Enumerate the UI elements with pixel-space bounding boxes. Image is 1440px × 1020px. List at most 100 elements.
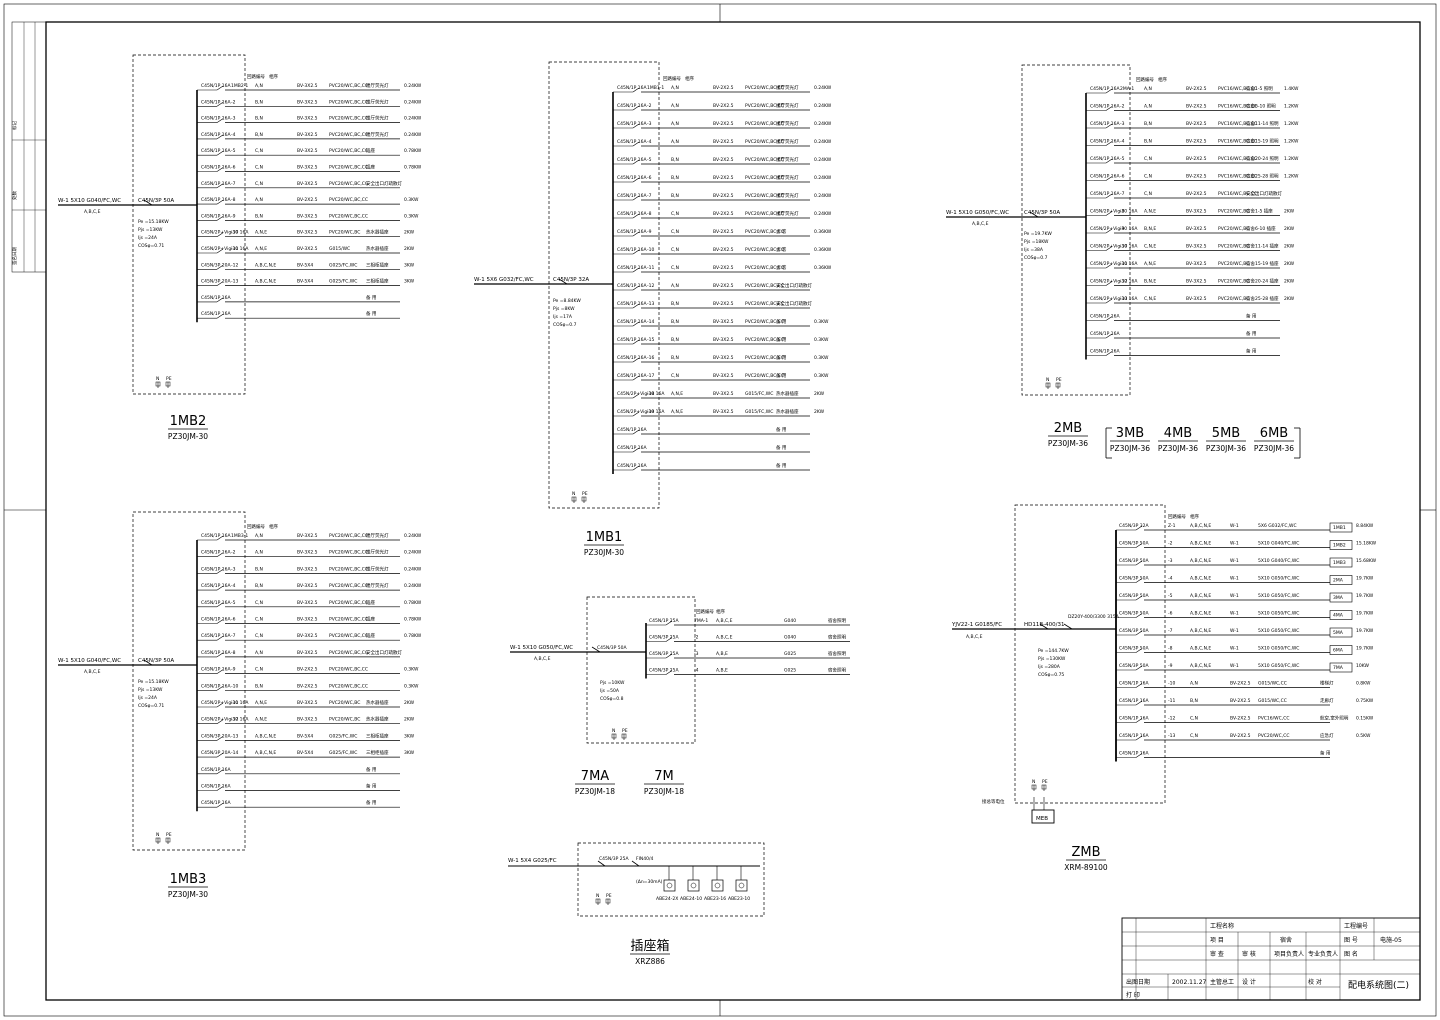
1mb1-row-breaker-label: C45N/1P 16A xyxy=(617,229,647,235)
2mb-row-power: 1.4KW xyxy=(1284,86,1299,92)
1mb1-row-conduit: PVC20/WC,BC,CC xyxy=(745,175,784,181)
1mb1-row-power: 0.24KW xyxy=(814,85,832,91)
1mb1-row-circuit-no: -9 xyxy=(647,229,652,235)
p7ma-main-breaker: C45N/3P 50A xyxy=(597,645,627,651)
1mb1-row-load: 楼厅荧光灯 xyxy=(776,210,799,217)
socket-box-rcd-note: (Δn=30mA) xyxy=(636,879,663,885)
zmb-row-power: 19.7KW xyxy=(1356,576,1374,582)
1mb2-row-phase: B,N xyxy=(255,132,263,138)
zmb-row-destination: 5MA xyxy=(1333,630,1344,636)
zmb-row-phase: A,N xyxy=(1190,681,1198,687)
1mb3-row-phase: A,N xyxy=(255,550,263,556)
2mb-row-circuit-no: -7 xyxy=(1120,191,1125,197)
socket-outlet-symbol xyxy=(687,879,700,892)
1mb2-enclosure xyxy=(132,54,246,395)
1mb3-row-cable: BV-3X2.5 xyxy=(297,633,318,639)
1mb2-row-power: 0.78KW xyxy=(404,148,422,154)
1mb1-row-load: 热水器插座 xyxy=(776,408,799,415)
1mb3-row-breaker-label: C45N/1P 16A xyxy=(201,683,231,689)
2mb-row-breaker-blade xyxy=(1105,298,1113,304)
p7ma-row-circuit-no: 7MA-1 xyxy=(694,618,708,624)
1mb3-row-breaker-label: C45N/1P 16A xyxy=(201,617,231,623)
1mb2-row-phase: A,N xyxy=(255,83,263,89)
zmb-main-breaker: DZ20Y-400/3300 315A xyxy=(1068,614,1120,620)
1mb3-row-breaker-label: C45N/1P 16A xyxy=(201,800,231,806)
1mb1-row-breaker-blade xyxy=(632,231,640,237)
socket-box-model: XRZ886 xyxy=(635,957,665,966)
2mb-model: PZ30JM-36 xyxy=(1048,439,1088,448)
1mb3-row-power: 0.78KW xyxy=(404,600,422,606)
2mb-row-cable: BV-3X2.5 xyxy=(1186,296,1207,302)
tb-discipline-lead-label: 专业负责人 xyxy=(1308,950,1338,958)
1mb2-row-power: 0.78KW xyxy=(404,165,422,171)
2mb-row-load: 安全出口灯疏散灯 xyxy=(1246,190,1282,197)
1mb1-row-cable: BV-2X2.5 xyxy=(713,157,734,163)
1mb1-row-breaker-blade xyxy=(632,285,640,291)
zmb-row-destination: 楼梯灯 xyxy=(1320,680,1334,687)
2mb-row-cable: BV-2X2.5 xyxy=(1186,174,1207,180)
socket-outlet-face xyxy=(690,882,697,889)
tb-project-name-label: 工程名称 xyxy=(1210,922,1234,930)
title-block: 工程名称 工程编号 项 目 宿舍 图 号 电施-05 审 查 审 核 项目负责人… xyxy=(1121,917,1421,1001)
zmb-row-breaker-blade xyxy=(1135,665,1143,671)
1mb1-row-breaker-label: C45N/1P 16A xyxy=(617,355,647,361)
1mb2-row-load: 插座 xyxy=(366,147,375,154)
1mb2-row-phase: B,N xyxy=(255,99,263,105)
1mb2-calc-3: COSφ=0.71 xyxy=(138,243,164,249)
1mb2-row-breaker-blade xyxy=(216,216,224,221)
1mb2-row-phase: A,B,C,N,E xyxy=(255,279,276,285)
1mb1-row-circuit-no: -11 xyxy=(647,265,654,271)
1mb1-row-cable: BV-3X2.5 xyxy=(713,337,734,343)
1mb1-row-phase: B,N xyxy=(671,175,679,181)
1mb2-n-terminal xyxy=(155,381,161,387)
zmb-row-destination: 1MB2 xyxy=(1333,543,1346,549)
1mb1-row-load: 楼厅荧光灯 xyxy=(776,84,799,91)
zmb-row-conduit: 5X10 G050/FC,WC xyxy=(1258,611,1299,617)
2mb-row-breaker-label: C45N/2P+Vigi30 16A xyxy=(1090,209,1138,215)
2mb-row-circuit-no: -4 xyxy=(1120,139,1125,145)
2mb-row-breaker-label: C45N/1P 16A xyxy=(1090,139,1120,145)
1mb2-row-breaker-blade xyxy=(216,150,224,156)
1mb3-row-breaker-label: C45N/1P 16A xyxy=(201,633,231,639)
zmb-row-power: 10KW xyxy=(1356,663,1370,669)
1mb1-row-cable: BV-2X2.5 xyxy=(713,211,734,217)
2mb-row-cable: BV-2X2.5 xyxy=(1186,191,1207,197)
zmb-row-phase: A,B,C,N,E xyxy=(1190,576,1211,582)
2mb-row-cable: BV-2X2.5 xyxy=(1186,156,1207,162)
1mb2-row-breaker-blade xyxy=(216,248,224,254)
1mb2-row-conduit: PVC20/WC,BC,CC xyxy=(329,213,368,219)
1mb3-row-power: 0.78KW xyxy=(404,633,422,639)
sibling-3mb-name: 3MB xyxy=(1116,426,1144,441)
zmb-row-cable: BV-2X2.5 xyxy=(1230,698,1251,704)
1mb3-enclosure xyxy=(132,511,246,851)
1mb1-row-breaker-blade xyxy=(632,321,640,327)
zmb-row-dest-box xyxy=(1329,522,1353,533)
1mb2-row-breaker-blade xyxy=(216,102,224,107)
p7ma-a-name: 7MA xyxy=(581,769,609,784)
zmb-row-conduit: G015/WC,CC xyxy=(1258,698,1287,704)
p7ma-row-breaker-label: C45N/3P 25A xyxy=(649,635,679,641)
zmb-row-conduit: 5X10 G050/FC,WC xyxy=(1258,628,1299,634)
sibling-6mb-name: 6MB xyxy=(1260,426,1288,441)
2mb-pe-terminal xyxy=(1055,382,1061,388)
2mb-row-conduit: PVC20/WC,BC xyxy=(1218,244,1249,250)
1mb1-row-power: 0.24KW xyxy=(814,193,832,199)
2mb-enclosure xyxy=(1021,64,1131,396)
1mb3-row-load: 楼厅荧光灯 xyxy=(366,532,389,539)
1mb1-enclosure xyxy=(548,61,660,509)
1mb1-row-phase: B,N xyxy=(671,337,679,343)
1mb3-n-label: N xyxy=(156,832,159,838)
zmb-row-power: 15.18KW xyxy=(1356,541,1377,547)
p7ma-row-breaker-label: C45N/1P 25A xyxy=(649,618,679,624)
1mb2-row-breaker-label: C45N/1P 16A xyxy=(201,295,231,301)
1mb3-row-conduit: G025/FC,WC xyxy=(329,733,357,739)
1mb1-row-phase: A,N xyxy=(671,283,679,289)
socket-box-rcd-blade xyxy=(631,860,640,867)
panel-zmb: YJV22-1 G0185/FCA,B,C,EHD11B-400/31DZ20Y… xyxy=(951,504,1377,872)
1mb3-row-circuit-no: -2 xyxy=(231,550,236,556)
1mb1-row-conduit: PVC20/WC,BC,CC xyxy=(745,301,784,307)
p7ma-enclosure xyxy=(586,596,696,744)
p7ma-header-circuit: 回路编号 xyxy=(696,608,714,615)
1mb3-row-cable: BV-3X2.5 xyxy=(297,700,318,706)
zmb-row-power: 15.68KW xyxy=(1356,558,1377,564)
